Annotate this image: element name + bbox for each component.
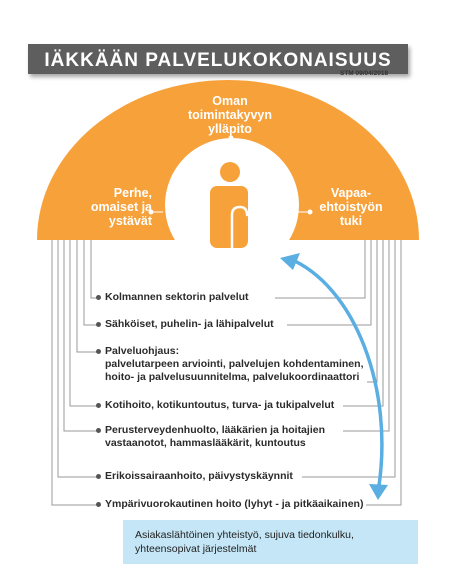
cooperation-callout: Asiakaslähtöinen yhteistyö, sujuva tiedo… — [123, 520, 418, 564]
service-label: Sähköiset, puhelin- ja lähipalvelut — [105, 318, 274, 330]
callout-text: Asiakaslähtöinen yhteistyö, sujuva tiedo… — [135, 528, 354, 556]
bullet-dot — [96, 322, 101, 327]
title-bar: IÄKKÄÄN PALVELUKOKONAISUUS — [28, 44, 408, 74]
service-label: Kotihoito, kotikuntoutus, turva- ja tuki… — [105, 399, 335, 411]
service-detail: vastaanotot, hammaslääkärit, kuntoutus — [105, 437, 306, 449]
service-round-the-clock: Ympärivuorokautinen hoito (lyhyt - ja pi… — [96, 498, 364, 511]
interaction-arrow — [280, 253, 388, 500]
page-title: IÄKKÄÄN PALVELUKOKONAISUUS — [44, 50, 392, 71]
service-primary-health: Perusterveydenhuolto, lääkärien ja hoita… — [96, 424, 325, 450]
bullet-dot — [96, 295, 101, 300]
service-label: Palveluohjaus: — [105, 345, 180, 357]
callout-line: yhteensopivat järjestelmät — [135, 543, 257, 555]
service-digital-phone: Sähköiset, puhelin- ja lähipalvelut — [96, 318, 274, 331]
service-detail: hoito- ja palvelusuunnitelma, palvelukoo… — [105, 371, 360, 383]
label-line: Vapaa- — [330, 186, 372, 200]
bullet-dot — [96, 474, 101, 479]
bullet-dot — [96, 349, 101, 354]
label-line: tuki — [339, 214, 363, 228]
service-home-care: Kotihoito, kotikuntoutus, turva- ja tuki… — [96, 399, 335, 412]
label-line: ehtoistyön — [319, 200, 383, 214]
elderly-person-with-cane-icon — [210, 162, 249, 254]
label-line: ylläpito — [208, 122, 252, 136]
date-stamp: STM 09/04/2018 — [340, 70, 389, 77]
bullet-dot — [96, 403, 101, 408]
label-family-friends: Perhe, omaiset ja ystävät — [80, 186, 152, 228]
label-volunteer-support: Vapaa- ehtoistyön tuki — [315, 186, 387, 228]
bullet-dot — [96, 502, 101, 507]
label-line: Perhe, — [113, 186, 152, 200]
service-label: Kolmannen sektorin palvelut — [105, 291, 249, 303]
label-line: Oman — [212, 94, 248, 108]
service-detail: palvelutarpeen arviointi, palvelujen koh… — [105, 358, 364, 370]
service-label: Ympärivuorokautinen hoito (lyhyt - ja pi… — [105, 498, 364, 510]
service-specialist-care: Erikoissairaanhoito, päivystyskäynnit — [96, 470, 293, 483]
bullet-dot — [96, 428, 101, 433]
label-line: ystävät — [108, 214, 152, 228]
label-own-functional-ability: Oman toimintakyvyn ylläpito — [180, 94, 280, 136]
service-guidance: Palveluohjaus: palvelutarpeen arviointi,… — [96, 345, 364, 384]
callout-line: Asiakaslähtöinen yhteistyö, sujuva tiedo… — [135, 529, 354, 541]
service-label: Erikoissairaanhoito, päivystyskäynnit — [105, 470, 293, 482]
service-third-sector: Kolmannen sektorin palvelut — [96, 291, 249, 304]
label-line: toimintakyvyn — [187, 108, 273, 122]
label-line: omaiset ja — [90, 200, 152, 214]
bracket-lines — [51, 240, 402, 506]
service-label: Perusterveydenhuolto, lääkärien ja hoita… — [105, 424, 325, 436]
